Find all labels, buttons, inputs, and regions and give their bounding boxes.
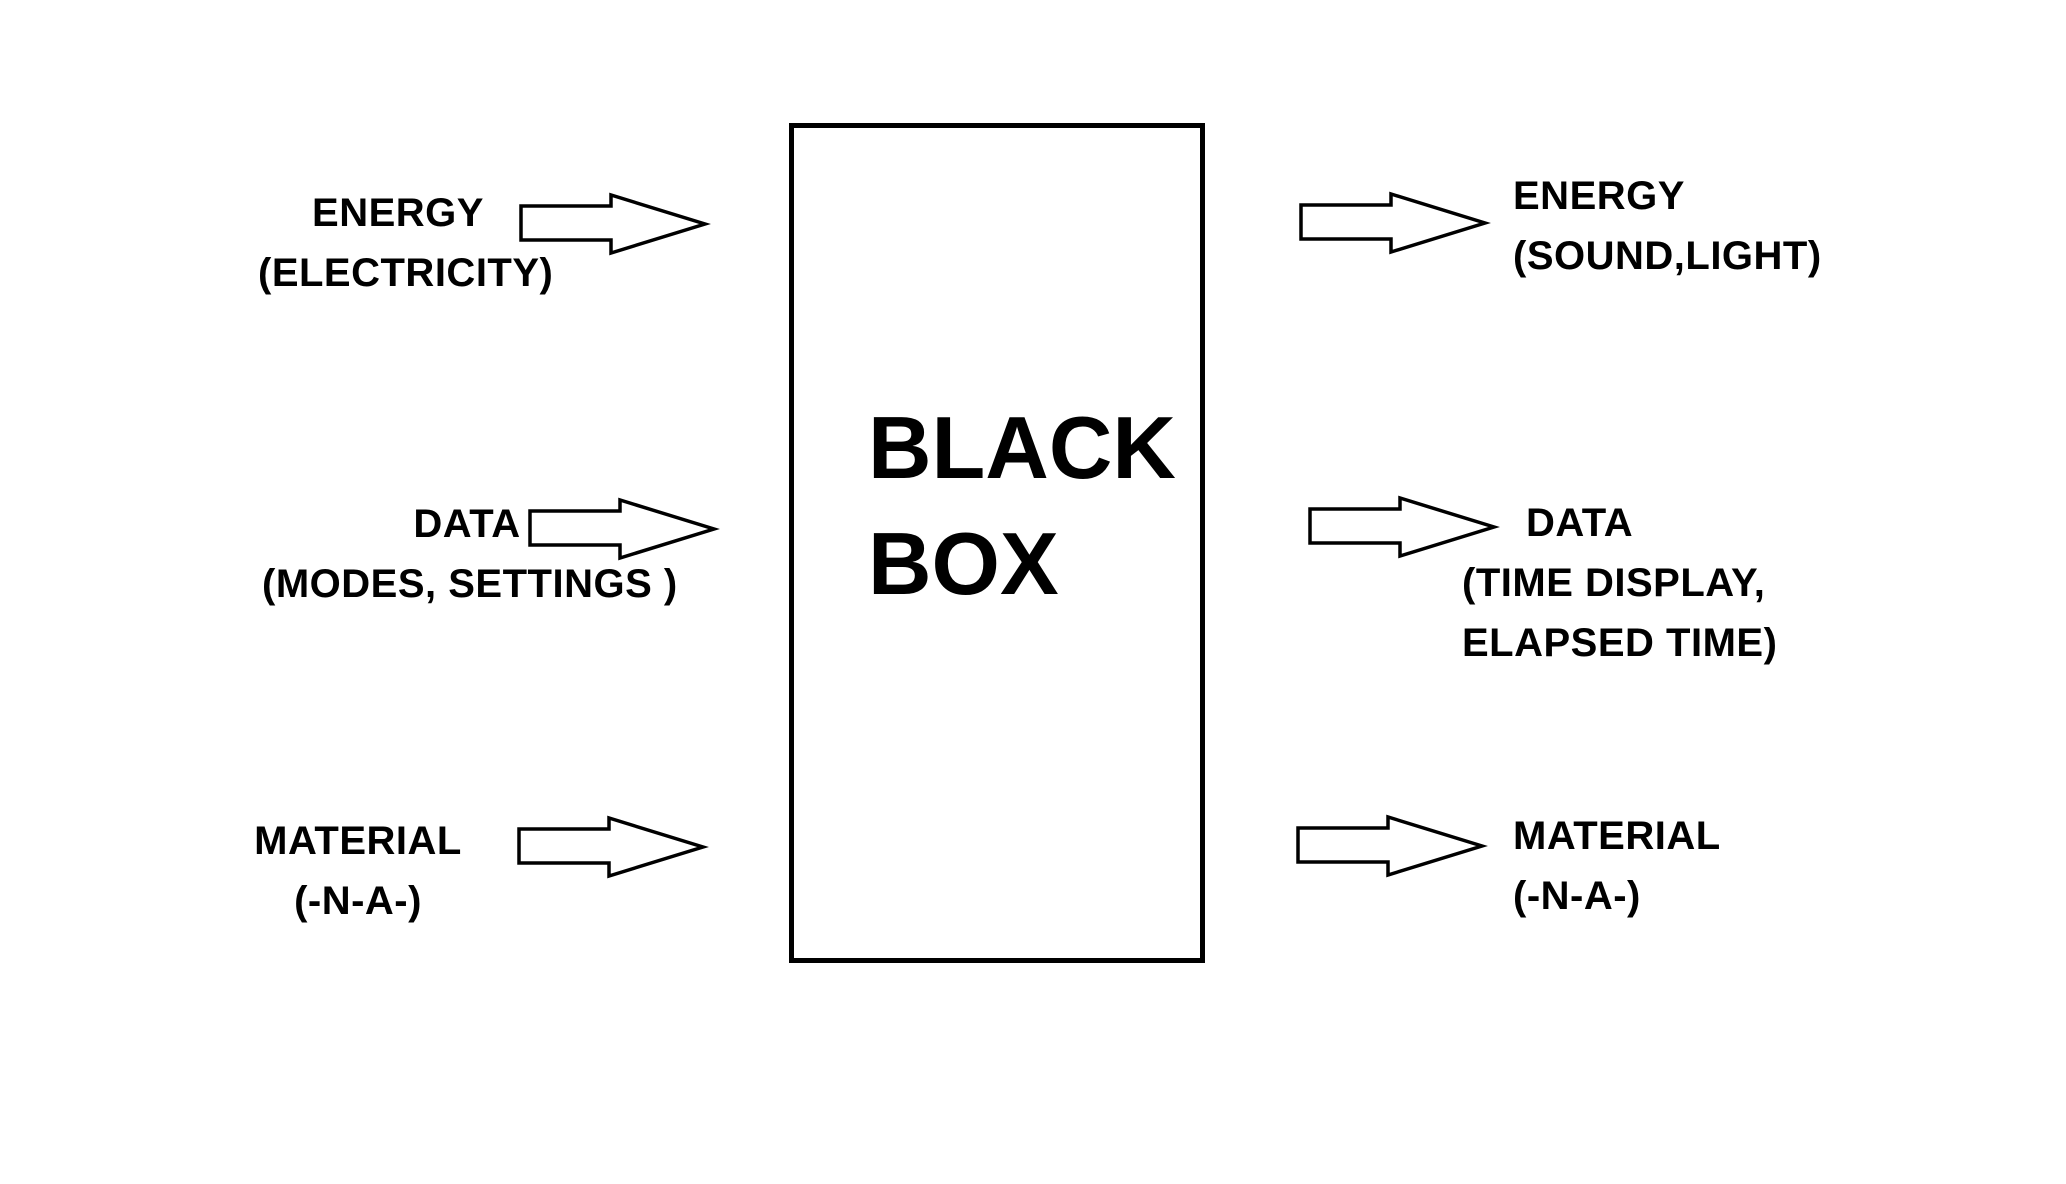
input-energy-title: ENERGY xyxy=(312,191,484,235)
input-energy-detail: (ELECTRICITY) xyxy=(258,251,554,295)
input-material-label: MATERIAL (-N-A-) xyxy=(250,811,466,931)
black-box-title-line1: BLACK xyxy=(868,398,1176,497)
input-data-title: DATA xyxy=(413,502,521,546)
input-data-label: DATA (MODES, SETTINGS ) xyxy=(262,494,678,614)
output-data-arrow xyxy=(1308,495,1500,559)
output-data-title: DATA xyxy=(1526,501,1634,545)
output-data-detail: (TIME DISPLAY, xyxy=(1462,561,1766,605)
input-material-title: MATERIAL xyxy=(254,819,462,863)
output-material-title: MATERIAL xyxy=(1513,814,1721,858)
input-data-arrow xyxy=(528,497,720,561)
output-data-detail-2: ELAPSED TIME) xyxy=(1462,621,1778,665)
black-box-title: BLACK BOX xyxy=(868,390,1176,622)
input-material-detail: (-N-A-) xyxy=(294,879,422,923)
output-energy-label: ENERGY (SOUND,LIGHT) xyxy=(1513,166,1822,286)
output-energy-title: ENERGY xyxy=(1513,174,1685,218)
output-material-arrow xyxy=(1296,814,1488,878)
input-material-arrow xyxy=(517,815,709,879)
input-energy-label: ENERGY (ELECTRICITY) xyxy=(258,183,554,303)
input-data-detail: (MODES, SETTINGS ) xyxy=(262,562,678,606)
output-material-label: MATERIAL (-N-A-) xyxy=(1513,806,1721,926)
output-energy-detail: (SOUND,LIGHT) xyxy=(1513,234,1822,278)
output-energy-arrow xyxy=(1299,191,1491,255)
input-energy-arrow xyxy=(519,192,711,256)
black-box xyxy=(789,123,1205,963)
black-box-title-line2: BOX xyxy=(868,514,1059,613)
output-material-detail: (-N-A-) xyxy=(1513,874,1641,918)
output-data-label: DATA (TIME DISPLAY, ELAPSED TIME) xyxy=(1462,493,1777,673)
